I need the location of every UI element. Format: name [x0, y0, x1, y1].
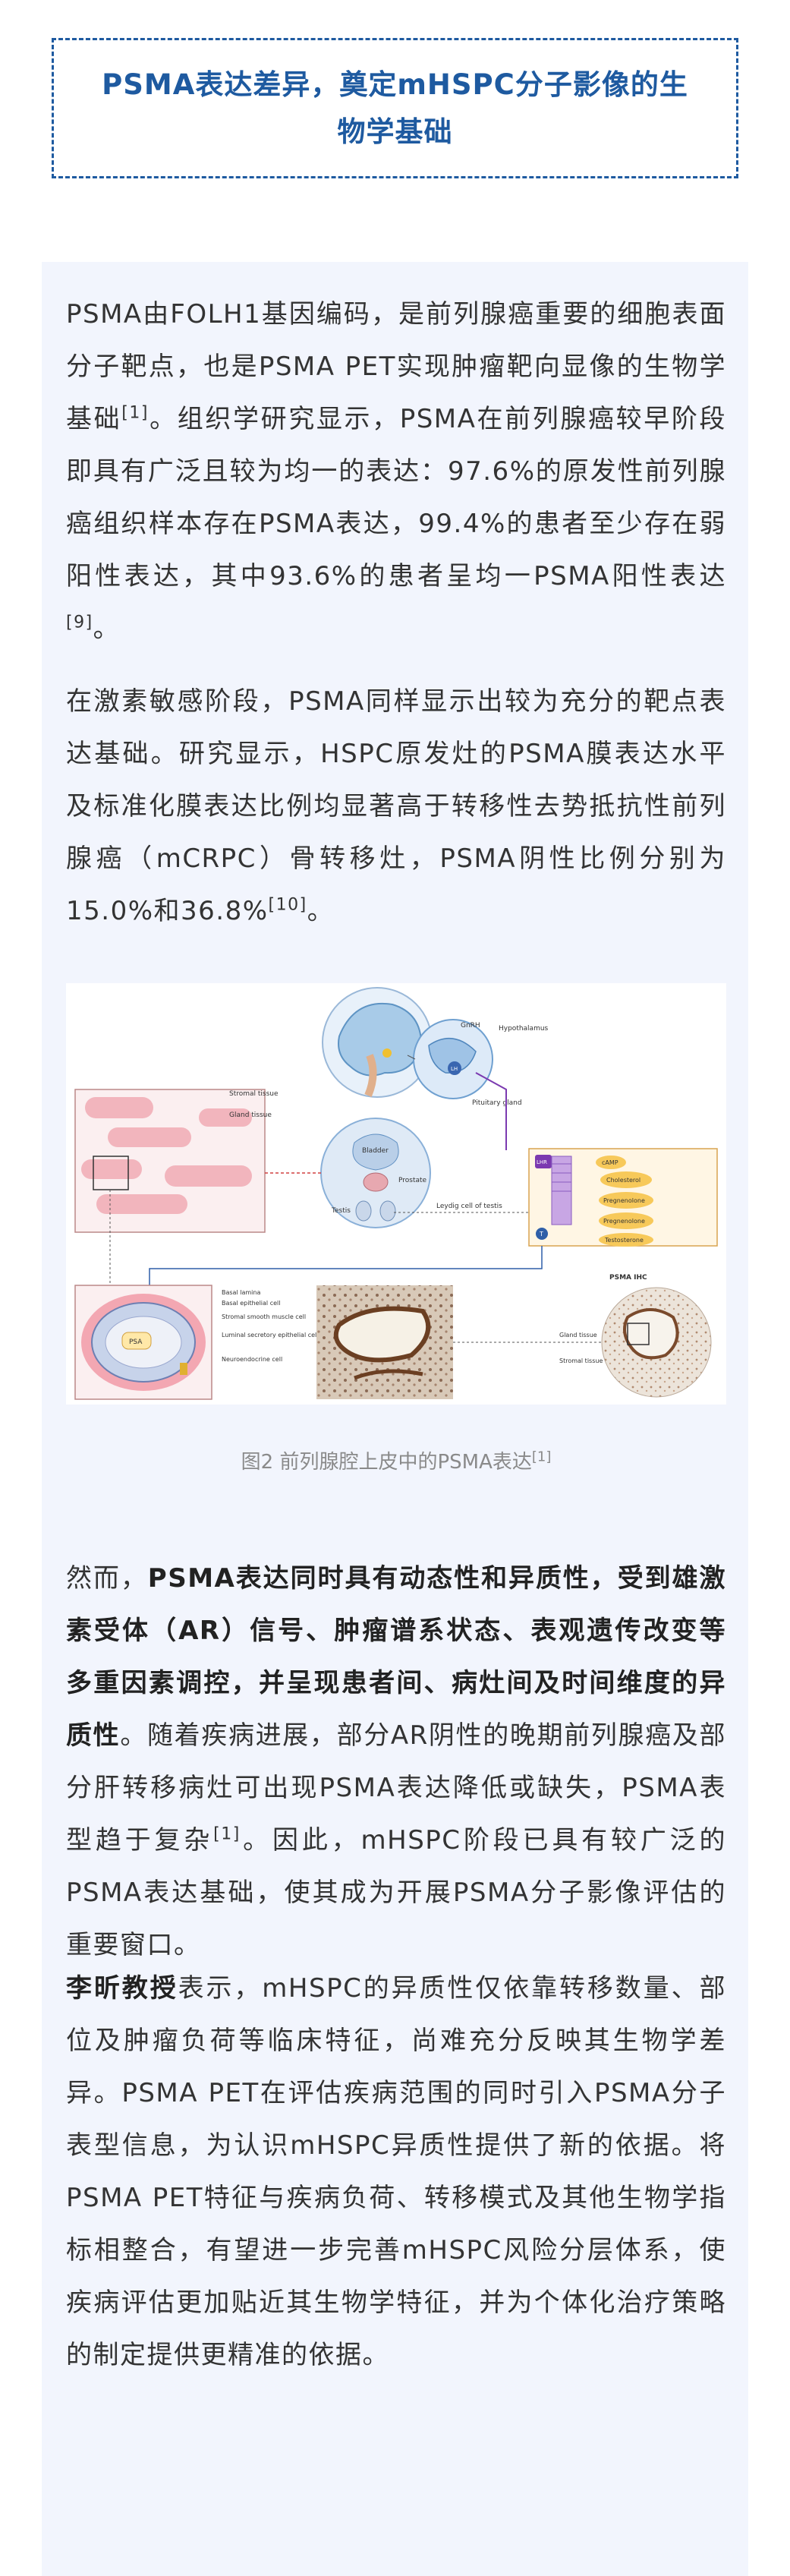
label-t: T: [539, 1231, 543, 1238]
label-pregnenolone-1: Pregnenolone: [603, 1197, 645, 1204]
organ-illustration: Bladder Prostate Testis: [320, 1118, 431, 1228]
label-lhr: LHR: [537, 1159, 547, 1165]
paragraph-heterogeneity: 然而，PSMA表达同时具有动态性和异质性，受到雄激素受体（AR）信号、肿瘤谱系状…: [66, 1553, 726, 1972]
section-title-box: PSMA表达差异，奠定mHSPC分子影像的生 物学基础: [52, 38, 738, 178]
leydig-cell-pathway: LHR cAMP Cholesterol Pregnenolone Pregne…: [528, 1148, 718, 1247]
label-leydig: Leydig cell of testis: [436, 1203, 502, 1210]
label-neuroendocrine: Neuroendocrine cell: [222, 1356, 282, 1363]
para4-text-a: 表示，mHSPC的异质性仅依靠转移数量、部位及肿瘤负荷等临床特征，尚难充分反映其…: [66, 1973, 727, 2370]
section-title-line-2: 物学基础: [337, 115, 453, 148]
label-bladder: Bladder: [362, 1147, 389, 1155]
label-lh: LH: [451, 1066, 458, 1072]
paragraph-hormone-sensitive: 在激素敏感阶段，PSMA同样显示出较为充分的靶点表达基础。研究显示，HSPC原发…: [66, 676, 726, 938]
reference-1[interactable]: [1]: [121, 403, 149, 423]
label-prostate: Prostate: [398, 1177, 427, 1184]
article-panel: PSMA由FOLH1基因编码，是前列腺癌重要的细胞表面分子靶点，也是PSMA P…: [42, 262, 748, 2576]
reference-1b[interactable]: [1]: [213, 1824, 241, 1844]
para3-text-c: 。因此，mHSPC阶段已具有较广泛的PSMA表达基础，使其成为开展PSMA分子影…: [66, 1825, 727, 1960]
label-stromal-smooth: Stromal smooth muscle cell: [222, 1313, 306, 1320]
label-gland-tissue-2: Gland tissue: [559, 1332, 597, 1338]
para1-text-c: 。: [93, 613, 121, 644]
gland-cross-section: PSA Basal lamina Basal epithelial cell S…: [74, 1285, 319, 1400]
para1-text-a: PSMA由FOLH1基因编码，是前列腺癌重要的细胞表面分子靶点，也是PSMA P…: [66, 299, 726, 434]
psma-ihc-image: PSMA IHC Gland tissue Stromal tissue: [559, 1274, 712, 1398]
tissue-section-box: Stromal tissue Gland tissue: [74, 1089, 279, 1233]
paragraph-prof-li: 李昕教授表示，mHSPC的异质性仅依靠转移数量、部位及肿瘤负荷等临床特征，尚难充…: [66, 1963, 726, 2382]
label-psa: PSA: [129, 1338, 143, 1346]
label-stromal-tissue: Stromal tissue: [229, 1090, 279, 1098]
figure-illustration: GnRH Hypothalamus LH Pituitary gland Str…: [66, 983, 726, 1405]
reference-9[interactable]: [9]: [66, 613, 93, 632]
label-testosterone: Testosterone: [604, 1237, 644, 1244]
label-stromal-tissue-2: Stromal tissue: [559, 1357, 603, 1364]
label-camp: cAMP: [602, 1159, 618, 1166]
label-hypothalamus: Hypothalamus: [499, 1025, 549, 1033]
figure-psma-expression: GnRH Hypothalamus LH Pituitary gland Str…: [66, 983, 726, 1405]
para2-text-a: 在激素敏感阶段，PSMA同样显示出较为充分的靶点表达基础。研究显示，HSPC原发…: [66, 686, 726, 926]
label-psma-ihc: PSMA IHC: [609, 1274, 647, 1282]
label-luminal: Luminal secretory epithelial cell: [222, 1332, 319, 1338]
label-testis: Testis: [331, 1207, 351, 1215]
para1-text-b: 。组织学研究显示，PSMA在前列腺癌较早阶段即具有广泛且较为均一的表达：97.6…: [66, 404, 727, 591]
figure-caption: 图2 前列腺腔上皮中的PSMA表达[1]: [66, 1446, 726, 1474]
figure-caption-reference[interactable]: [1]: [531, 1449, 552, 1465]
para4-bold-a: 李昕教授: [66, 1973, 178, 2004]
label-pituitary: Pituitary gland: [472, 1099, 522, 1107]
label-gland-tissue: Gland tissue: [229, 1111, 272, 1119]
figure-caption-text: 图2 前列腺腔上皮中的PSMA表达: [241, 1451, 532, 1474]
label-basal-epithelial: Basal epithelial cell: [222, 1300, 280, 1307]
hypothalamus-zoom: GnRH Hypothalamus LH Pituitary gland: [413, 1019, 549, 1107]
paragraph-psma-gene: PSMA由FOLH1基因编码，是前列腺癌重要的细胞表面分子靶点，也是PSMA P…: [66, 288, 726, 655]
reference-10[interactable]: [10]: [268, 895, 307, 915]
para3-text-b: 。随着疾病进展，部分AR阴性的晚期前列腺癌及部分肝转移病灶可出现PSMA表达降低…: [66, 1720, 727, 1856]
label-basal-lamina: Basal lamina: [222, 1289, 260, 1296]
para3-text-a: 然而，: [66, 1563, 148, 1594]
label-pregnenolone-2: Pregnenolone: [603, 1218, 645, 1225]
para2-text-b: 。: [307, 896, 335, 926]
section-title-line-1: PSMA表达差异，奠定mHSPC分子影像的生: [102, 68, 688, 101]
histology-image: [316, 1285, 453, 1399]
label-gnrh: GnRH: [461, 1022, 480, 1029]
para3-bold-a: PSMA表达同时具有动态性和异质性，受到雄激素受体（AR）信号、肿瘤谱系状态、表…: [66, 1563, 726, 1751]
brain-illustration: [322, 987, 433, 1098]
label-cholesterol: Cholesterol: [606, 1177, 640, 1184]
